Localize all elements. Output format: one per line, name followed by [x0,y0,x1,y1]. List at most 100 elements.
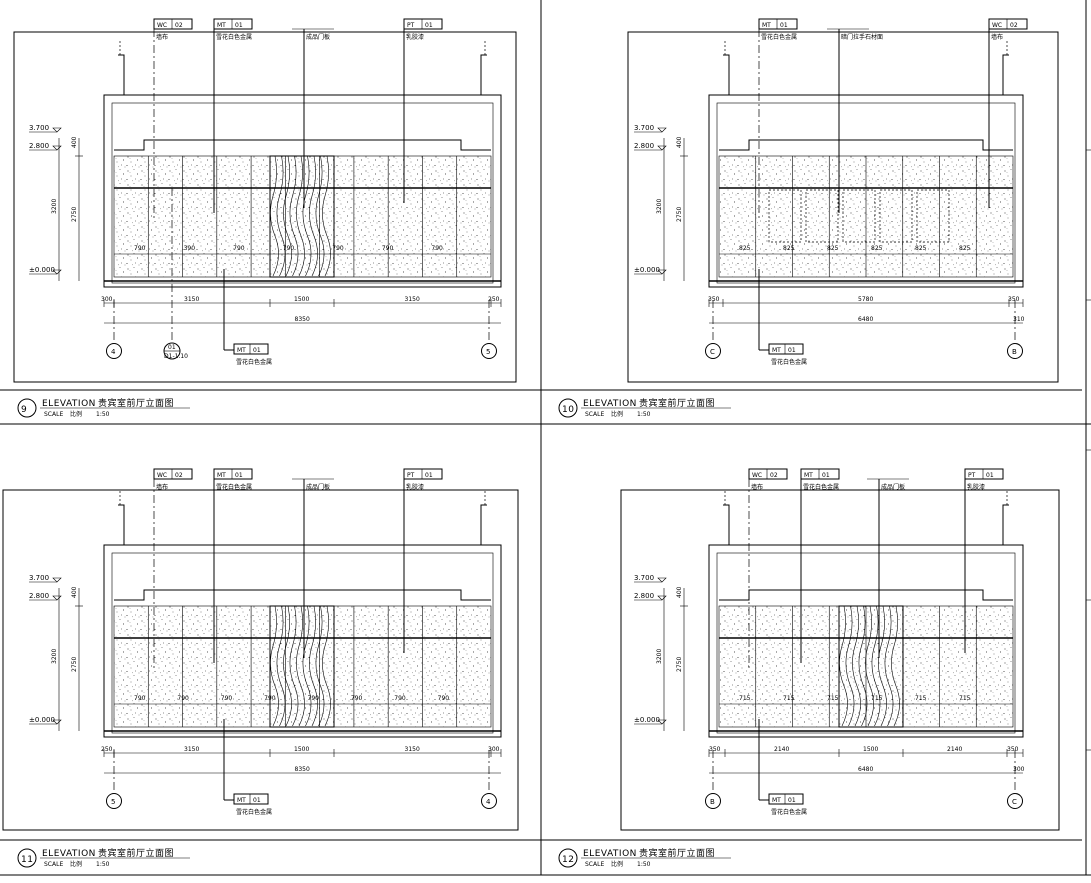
tag-code: MT [804,472,813,479]
panel-dimension: 790 [438,695,450,702]
grid-bubble [106,793,122,809]
tag-note: 雪花白色金属 [803,483,839,491]
dimension-text: 350 [1007,746,1019,753]
tag-box [768,793,804,805]
tag-box [758,18,798,30]
tag-note: 乳胶漆 [406,483,424,491]
tag-box [153,18,193,30]
panel-dimension: 790 [332,245,344,252]
tag-note: 暗门拉手石材面 [841,33,883,41]
wood-grain [289,155,299,277]
grid-label: C [710,348,715,356]
drawing-frame [13,31,517,383]
drawing-frame [2,489,519,831]
tag-number: 01 [788,347,796,354]
wall-outline [103,544,502,738]
level-marker [52,127,62,133]
dimension-text: 2750 [676,657,683,672]
drawing-heading: ELEVATION [583,399,637,409]
tag-note: 乳胶漆 [967,483,985,491]
drawing-number-bubble [17,398,37,418]
dimension-text: 300 [488,746,500,753]
slab-left [723,504,730,545]
panel-dimension: 790 [283,245,295,252]
tag-number: 01 [822,472,830,479]
dimension-text: 400 [71,136,78,148]
drawing-heading: ELEVATION [42,399,96,409]
dimension-text: 1500 [863,746,878,753]
wood-grain [296,605,305,727]
scale-word: 比例 [70,860,82,868]
drawing-subtitle: 贵宾室前厅立面图 [98,847,174,859]
dimension-text: 3150 [405,746,420,753]
tag-number: 01 [235,22,243,29]
drawing-number-bubble [558,848,578,868]
drawing-subtitle: 贵宾室前厅立面图 [639,847,715,859]
tag-box [964,468,1004,480]
tag-note: 成品门板 [881,483,905,491]
dimension-text: 1500 [294,296,309,303]
wall-outline [708,94,1024,288]
slab-right [1002,504,1009,545]
tag-note: 墙布 [751,483,763,491]
slab-left [118,504,125,545]
grid-label: B [1012,348,1017,356]
material-tag: MT 01 雪花白色金属 [800,468,840,491]
ceiling-soffit [719,139,1013,151]
wood-grain [891,605,900,727]
tag-note: 雪花白色金属 [236,808,272,816]
dimension-text: 300 [101,296,113,303]
dimension-text: 300 [1013,766,1025,773]
wall-inner [716,102,1016,284]
wood-grain [884,605,894,727]
level-label: 2.800 [29,142,49,150]
tag-code: MT [237,347,246,354]
dimension-text: 5780 [858,296,873,303]
panel-dimension: 790 [221,695,233,702]
wood-grain [858,605,868,727]
wood-grain [852,605,861,727]
door-panel [838,605,904,728]
level-label: 3.700 [29,574,49,582]
wood-grain [276,605,286,727]
dimension-text: 8350 [295,316,310,323]
wood-grain [276,155,286,277]
dimension-text: 6480 [858,316,873,323]
tag-code: MT [772,797,781,804]
dimension-text: 3150 [184,746,199,753]
panel-dimension: 790 [177,695,189,702]
tag-box [403,468,443,480]
tag-code: PT [407,22,415,29]
ceiling-soffit [114,589,491,601]
panel-dimension: 715 [871,695,883,702]
wood-grain [865,605,874,727]
hidden-door-panel [916,189,950,243]
wood-grain [309,155,318,277]
level-marker [657,595,667,601]
tag-number: 01 [235,472,243,479]
tag-box [748,468,788,480]
grid-bubble [106,343,122,359]
tag-note: 墙布 [156,483,168,491]
level-label: 2.800 [634,592,654,600]
tag-number: 01 [788,797,796,804]
dimension-text: 1500 [294,746,309,753]
tag-box [768,343,804,355]
wall-inner [111,102,494,284]
level-label: 3.700 [634,574,654,582]
tag-box [403,18,443,30]
dimension-text: 310 [1013,316,1025,323]
scale-label: SCALE [585,411,604,418]
panel-dimension: 790 [382,245,394,252]
panel-dimension: 715 [959,695,971,702]
tag-number: 01 [780,22,788,29]
dimension-text: 2750 [676,207,683,222]
dimension-text: 3200 [51,199,58,214]
tag-code: MT [772,347,781,354]
